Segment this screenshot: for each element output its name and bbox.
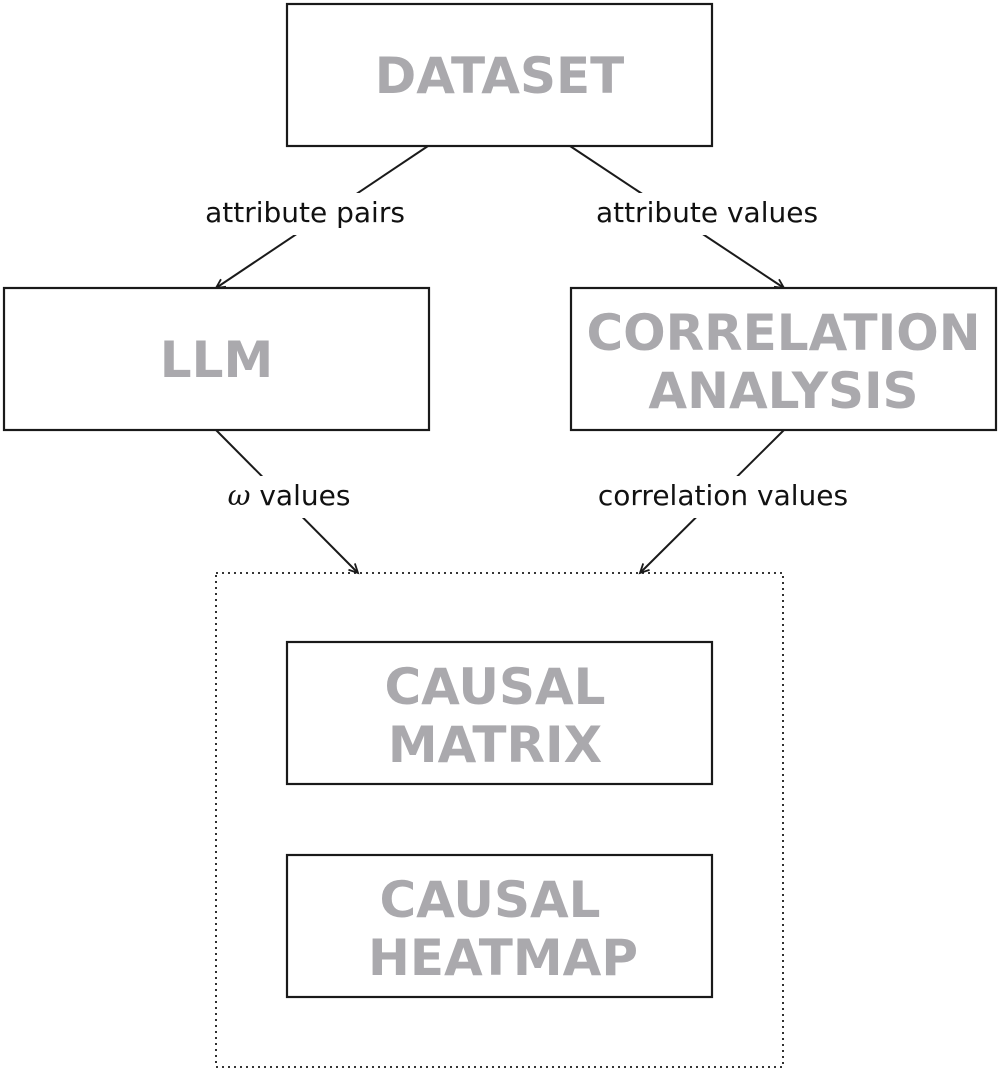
node-llm-label: LLM <box>160 331 273 389</box>
node-llm: LLM <box>2 286 431 432</box>
node-dataset-label: DATASET <box>375 47 625 105</box>
edge-label-attribute-pairs: attribute pairs <box>205 196 405 229</box>
edge-label-correlation-values: correlation values <box>598 479 848 512</box>
node-causal-matrix: CAUSAL MATRIX <box>285 640 714 786</box>
node-correlation-analysis: CORRELATION ANALYSIS <box>569 286 998 432</box>
node-causal-heatmap-label-line2: HEATMAP <box>368 929 638 987</box>
node-correlation-label-line1: CORRELATION <box>586 304 980 362</box>
node-dataset: DATASET <box>285 2 714 148</box>
edge-label-omega-values: ω values <box>228 479 351 512</box>
omega-symbol: ω <box>228 479 251 512</box>
edge-label-attribute-values: attribute values <box>596 196 818 229</box>
omega-values-text: values <box>250 479 350 512</box>
node-causal-heatmap-label-line1: CAUSAL <box>379 871 600 929</box>
node-causal-matrix-label-line1: CAUSAL <box>384 658 605 716</box>
node-correlation-label-line2: ANALYSIS <box>648 362 918 420</box>
node-causal-heatmap: CAUSAL HEATMAP <box>285 853 714 999</box>
node-causal-matrix-label-line2: MATRIX <box>388 716 602 774</box>
output-group <box>215 572 784 1068</box>
